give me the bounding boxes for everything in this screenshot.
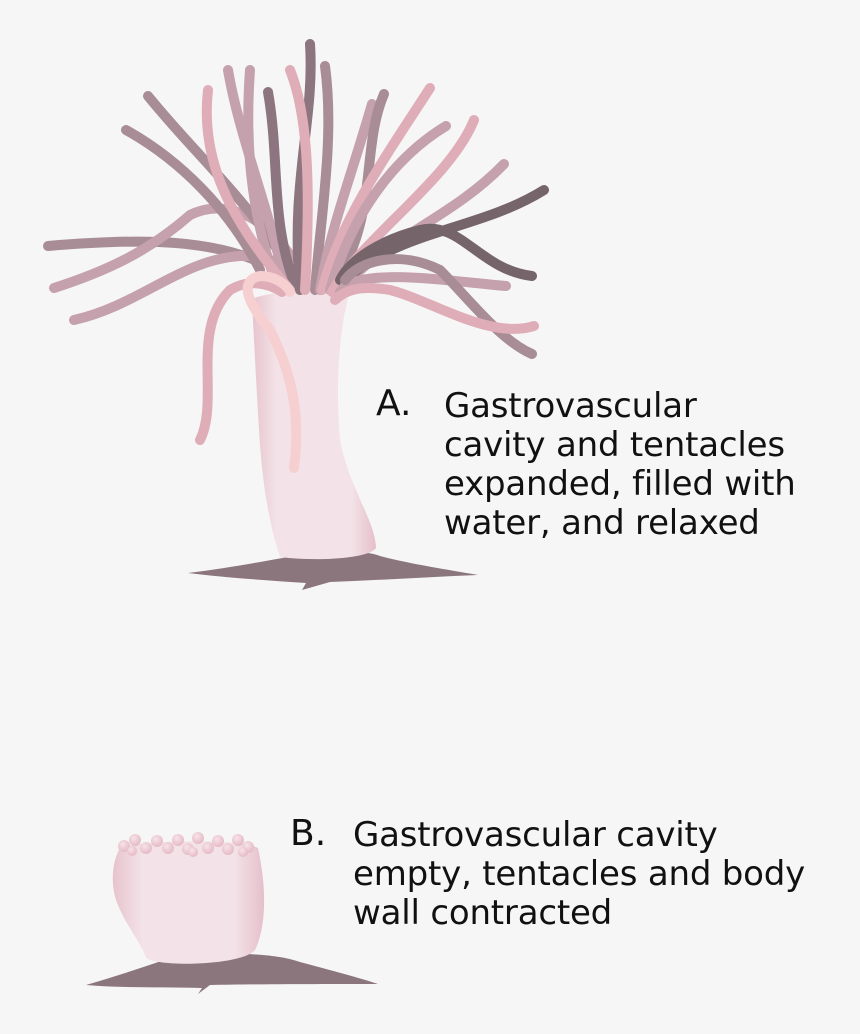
tentacle-pale [242,270,302,473]
caption-line: wall contracted [353,893,613,933]
caption-line: Gastrovascular cavity [353,815,718,855]
contracted-tentacles [118,832,254,857]
substrate-b [86,953,378,994]
anemone-expanded [43,39,549,590]
panel-a-caption: Gastrovascular cavity and tentacles expa… [444,387,796,543]
anemone-contracted [86,832,378,994]
caption-line: Gastrovascular [444,386,697,426]
body-column-b [112,841,265,964]
caption-line: cavity and tentacles [444,425,785,465]
substrate-a [188,551,478,590]
caption-line: water, and relaxed [444,503,760,543]
caption-line: expanded, filled with [444,464,796,504]
caption-line: empty, tentacles and body [353,854,806,894]
panel-b-letter: B. [290,813,327,854]
panel-a-letter: A. [376,383,412,424]
panel-b-caption: Gastrovascular cavity empty, tentacles a… [353,816,805,933]
